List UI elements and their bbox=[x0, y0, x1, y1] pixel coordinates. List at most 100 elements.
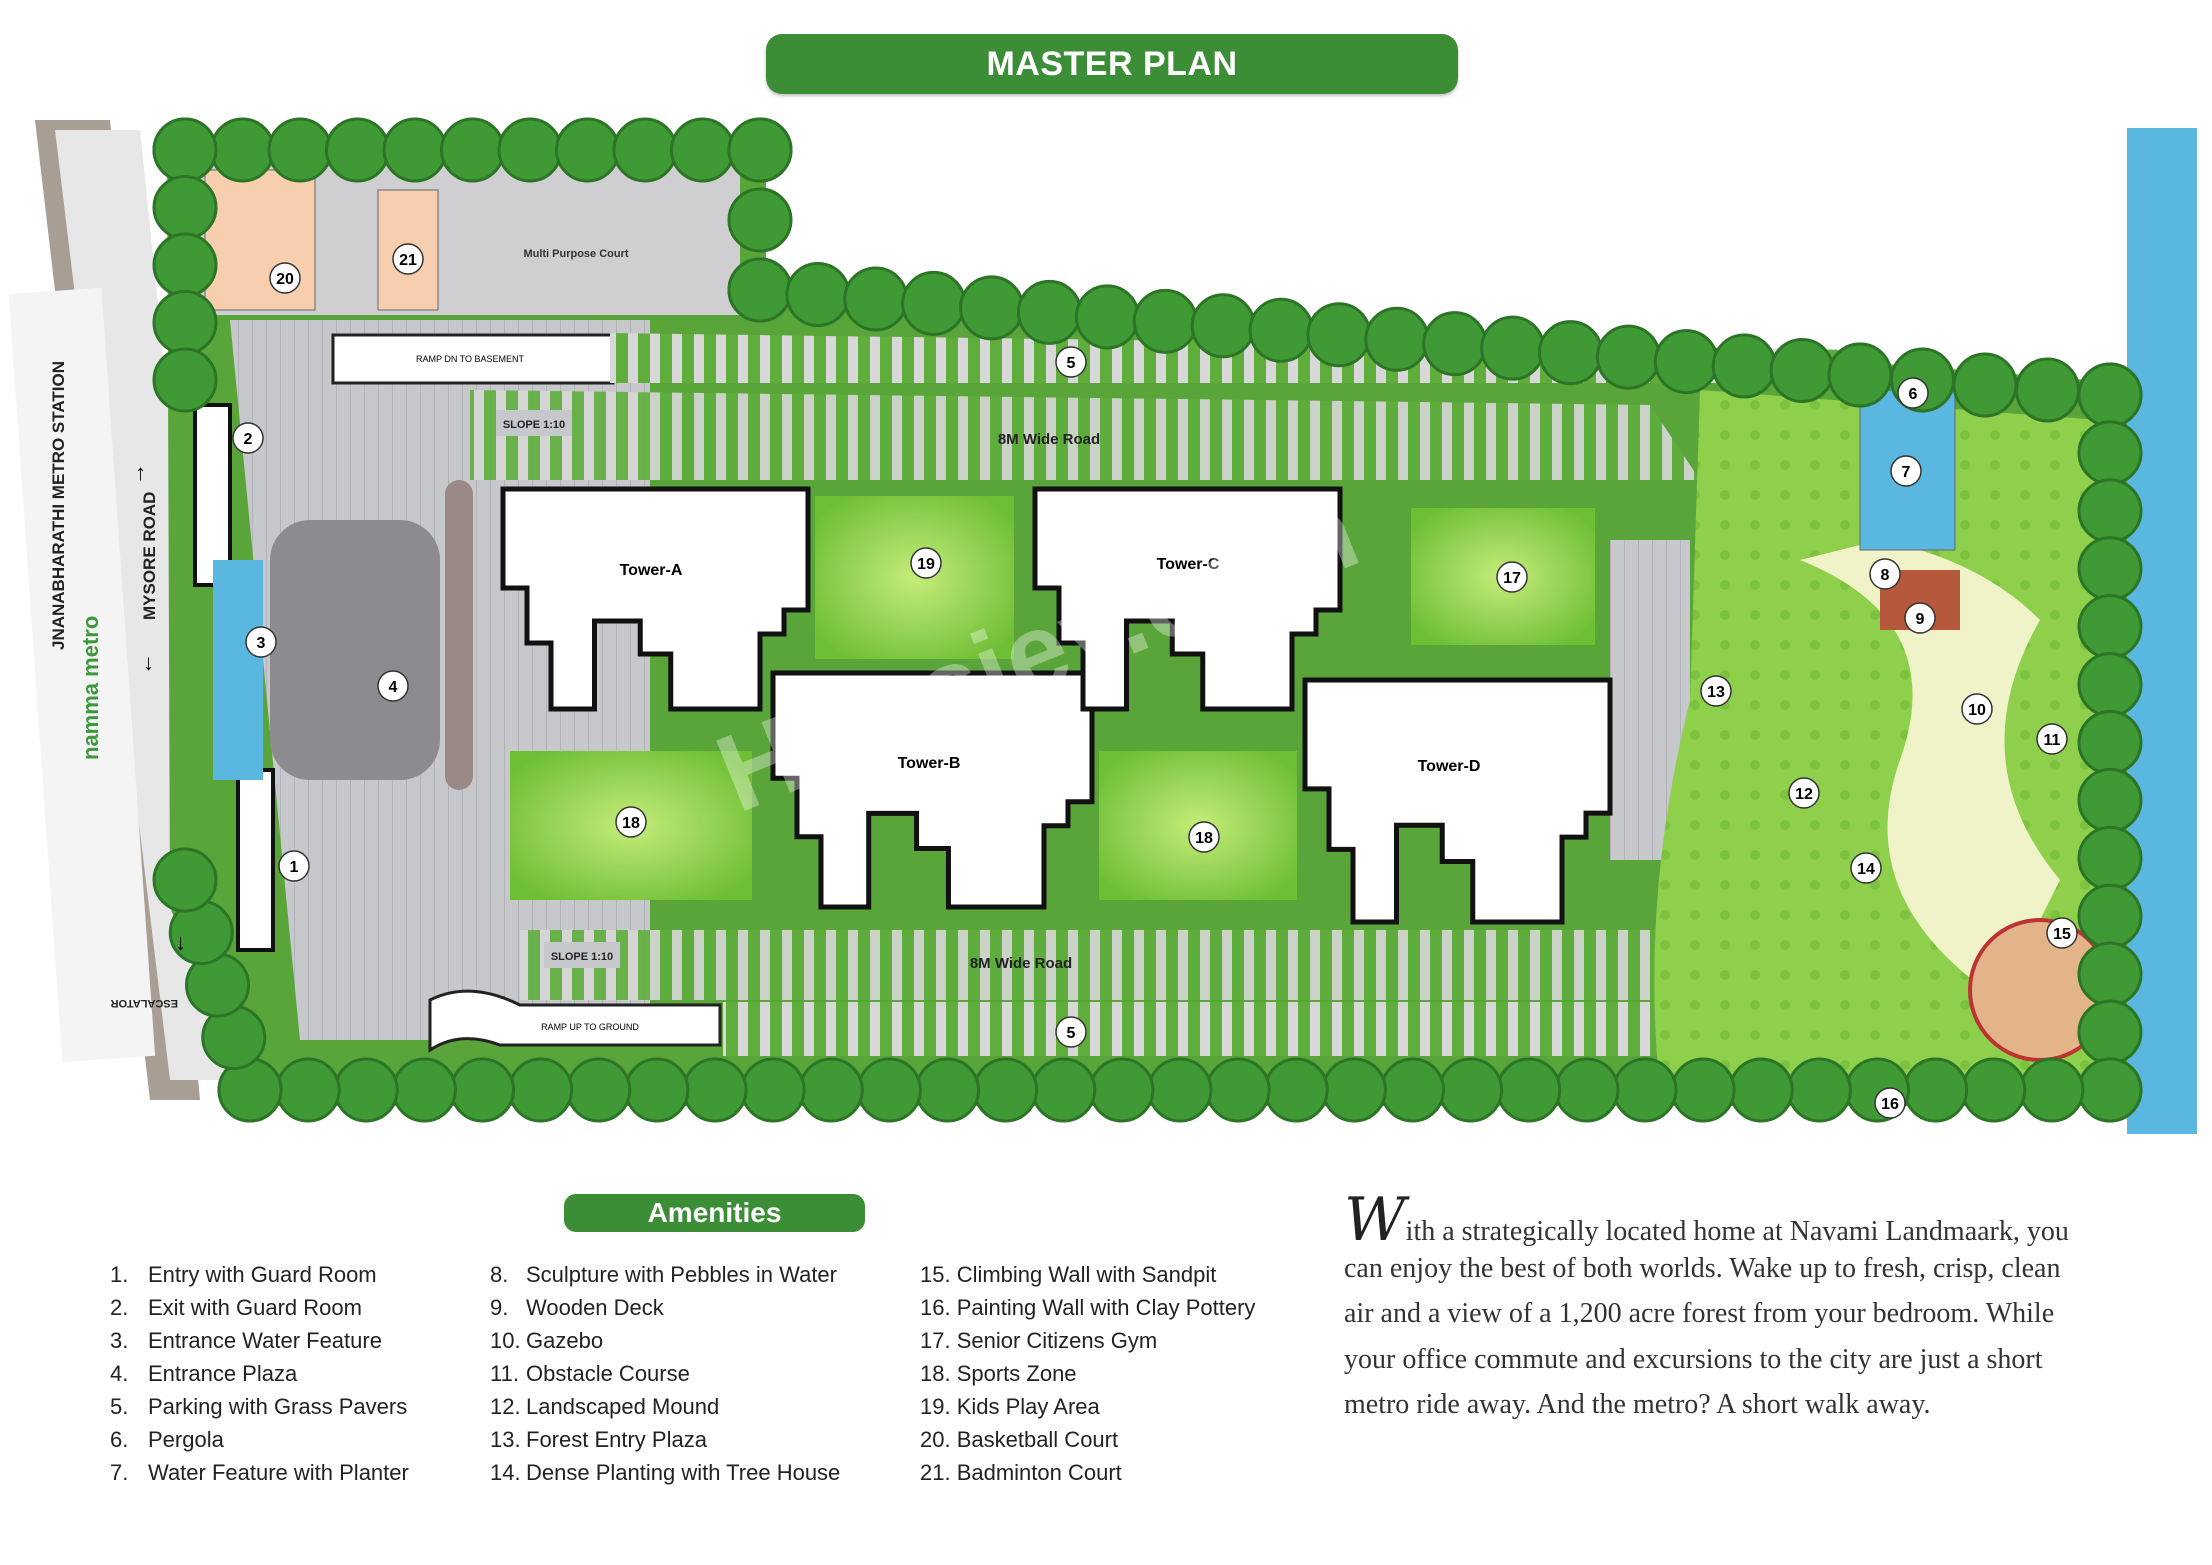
road-bottom-label: 8M Wide Road bbox=[970, 955, 1072, 972]
tree bbox=[1786, 1057, 1852, 1123]
paragraph-line: can enjoy the best of both worlds. Wake … bbox=[1344, 1246, 2144, 1292]
tree bbox=[856, 1057, 922, 1123]
ramp-up-label: RAMP UP TO GROUND bbox=[541, 1022, 639, 1032]
map-marker: 12 bbox=[1788, 777, 1820, 809]
amenity-label: Exit with Guard Room bbox=[148, 1295, 362, 1320]
amenity-number: 1. bbox=[110, 1262, 129, 1287]
amenity-number: 11. bbox=[490, 1361, 519, 1386]
marker-circle bbox=[1496, 561, 1528, 593]
tree bbox=[1769, 338, 1835, 404]
marker-circle bbox=[269, 262, 301, 294]
tree bbox=[727, 257, 793, 323]
tree bbox=[727, 117, 793, 183]
tree bbox=[2077, 652, 2143, 718]
map-marker: 7 bbox=[1890, 455, 1922, 487]
tree bbox=[2077, 1057, 2143, 1123]
marker-number: 3 bbox=[257, 635, 266, 652]
tree bbox=[915, 1057, 980, 1123]
tree bbox=[843, 266, 909, 332]
tree bbox=[2077, 478, 2143, 544]
tower-a-footprint bbox=[500, 486, 811, 712]
amenity-number: 5. bbox=[110, 1394, 129, 1419]
amenity-item: 16. Painting Wall with Clay Pottery bbox=[920, 1295, 1255, 1328]
amenity-item: 6.Pergola bbox=[110, 1427, 409, 1460]
map-marker: 9 bbox=[1904, 602, 1936, 634]
tree bbox=[210, 117, 275, 183]
tree bbox=[2077, 941, 2143, 1007]
tree bbox=[1306, 302, 1372, 368]
tree bbox=[275, 1057, 341, 1123]
amenity-label: Gazebo bbox=[526, 1328, 604, 1353]
marker-number: 1 bbox=[290, 859, 299, 876]
amenity-item: 1.Entry with Guard Room bbox=[110, 1262, 409, 1295]
marker-circle bbox=[1188, 821, 1220, 853]
tree bbox=[2077, 999, 2143, 1065]
amenity-label: 15. Climbing Wall with Sandpit bbox=[920, 1262, 1217, 1287]
amenity-item: 17. Senior Citizens Gym bbox=[920, 1328, 1255, 1361]
slope-label-top: SLOPE 1:10 bbox=[503, 419, 565, 431]
tree bbox=[267, 117, 333, 183]
map-marker: 1 bbox=[278, 850, 310, 882]
amenity-number: 7. bbox=[110, 1460, 129, 1485]
amenity-number: 14. bbox=[490, 1460, 521, 1485]
paragraph-text: your office commute and excursions to th… bbox=[1344, 1343, 2043, 1375]
tree bbox=[152, 232, 218, 298]
paragraph-text: metro ride away. And the metro? A short … bbox=[1344, 1389, 1931, 1420]
ramp-down bbox=[331, 333, 615, 385]
guard-room-entry bbox=[236, 768, 275, 952]
tree bbox=[1903, 1057, 1969, 1123]
amenity-number: 13. bbox=[490, 1427, 521, 1452]
marker-number: 18 bbox=[1195, 830, 1213, 847]
paragraph-text: ith a strategically located home at Nava… bbox=[1405, 1216, 2069, 1247]
tree bbox=[440, 117, 505, 183]
map-marker: 17 bbox=[1496, 561, 1528, 593]
tree bbox=[2077, 825, 2143, 891]
marker-number: 9 bbox=[1916, 611, 1925, 628]
slope-label-bottom: SLOPE 1:10 bbox=[551, 951, 613, 963]
amenity-item: 3.Entrance Water Feature bbox=[110, 1328, 409, 1361]
tree bbox=[555, 117, 620, 183]
station-label: JNANABHARATHI METRO STATION bbox=[49, 361, 68, 650]
tree bbox=[1190, 293, 1256, 359]
road-label: MYSORE ROAD bbox=[140, 492, 159, 620]
tree bbox=[1089, 1057, 1155, 1123]
amenity-number: 9. bbox=[490, 1295, 509, 1320]
amenity-label: Obstacle Course bbox=[526, 1361, 690, 1386]
tower-c-label: Tower-C bbox=[1157, 556, 1220, 573]
tree bbox=[1380, 1057, 1445, 1123]
tree bbox=[152, 847, 218, 913]
tree bbox=[2077, 536, 2143, 602]
marker-number: 13 bbox=[1707, 684, 1725, 701]
tower-b-footprint bbox=[770, 670, 1095, 910]
road-bottom bbox=[520, 930, 1670, 1000]
amenity-item: 15. Climbing Wall with Sandpit bbox=[920, 1262, 1255, 1295]
map-marker: 13 bbox=[1700, 675, 1732, 707]
amenity-item: 14.Dense Planting with Tree House bbox=[490, 1460, 840, 1493]
amenity-number: 10. bbox=[490, 1328, 521, 1353]
tree bbox=[1248, 297, 1314, 363]
basketball-court bbox=[204, 169, 316, 311]
marker-circle bbox=[910, 547, 942, 579]
amenity-label: Water Feature with Planter bbox=[148, 1460, 409, 1485]
tree bbox=[391, 1057, 457, 1123]
map-marker: 20 bbox=[269, 262, 301, 294]
tree bbox=[1364, 306, 1430, 372]
tree bbox=[382, 117, 448, 183]
arrow-up-icon: ↑ bbox=[135, 460, 146, 485]
marker-number: 2 bbox=[244, 431, 253, 448]
escalator-label: ESCALATOR bbox=[111, 997, 178, 1009]
marker-circle bbox=[392, 243, 424, 275]
tree bbox=[1031, 1057, 1097, 1123]
tower-d-label: Tower-D bbox=[1418, 758, 1481, 775]
tree bbox=[1612, 1057, 1678, 1123]
tree bbox=[670, 117, 735, 183]
tree bbox=[1074, 284, 1140, 350]
tree bbox=[1438, 1057, 1504, 1123]
tree bbox=[497, 117, 563, 183]
tree bbox=[1961, 1057, 2027, 1123]
tree bbox=[682, 1057, 748, 1123]
marker-circle bbox=[615, 806, 647, 838]
marker-circle bbox=[1055, 346, 1087, 378]
tree bbox=[727, 187, 793, 253]
